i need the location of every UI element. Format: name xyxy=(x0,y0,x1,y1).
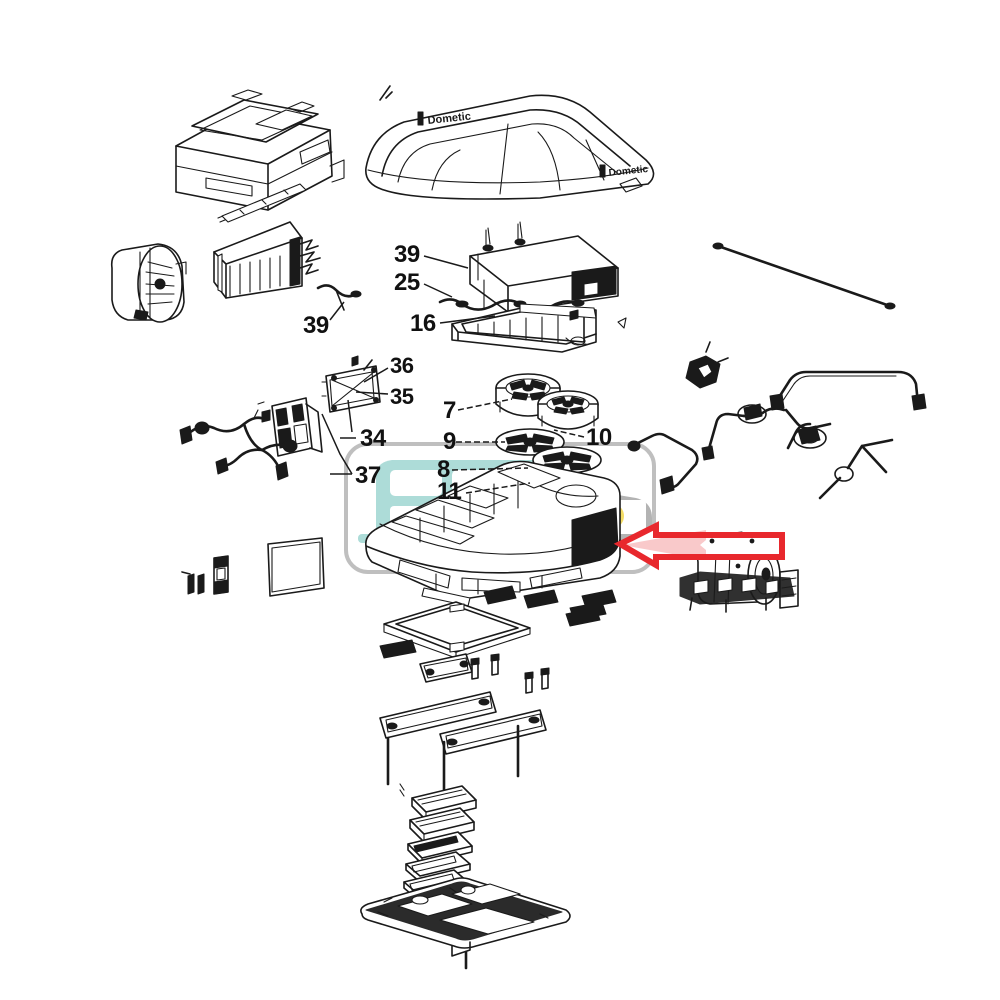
part-air-baffle-plate xyxy=(451,303,627,353)
part-evaporator-module xyxy=(438,221,619,313)
callout-10-fan-blade: 10 xyxy=(586,424,612,451)
shroud-brand-left: Dometic xyxy=(417,111,471,127)
callout-11-base-pan: 11 xyxy=(437,478,462,505)
red-pointer-arrow xyxy=(613,521,785,571)
callout-8-base-pan: 8 xyxy=(437,456,450,483)
part-roof-gasket-frame xyxy=(383,601,531,659)
callout-7-blower-fans: 7 xyxy=(443,397,456,424)
part-mounting-brackets xyxy=(379,585,617,755)
evaporator-studs xyxy=(482,221,526,252)
callout-36-display: 36 xyxy=(390,353,414,378)
part-ceiling-distribution-box xyxy=(360,877,571,970)
part-flat-panel xyxy=(267,537,325,597)
part-control-board xyxy=(257,397,323,457)
part-compressor-cover xyxy=(175,89,345,211)
part-twin-blower-fans xyxy=(495,373,599,430)
part-outer-shroud-cover: Dometic Dometic xyxy=(365,85,655,200)
callout-25-bracket: 25 xyxy=(394,269,420,296)
part-wire-clip-39 xyxy=(316,284,362,311)
svg-text:Dometic: Dometic xyxy=(608,164,649,179)
callout-9-fan-blade: 9 xyxy=(443,428,456,455)
callout-35-display-frame: 35 xyxy=(390,384,414,409)
svg-text:Dometic: Dometic xyxy=(427,111,471,127)
fitting-cluster xyxy=(685,341,729,389)
callout-34-control-board: 34 xyxy=(360,425,386,452)
part-long-tube-rod xyxy=(712,242,896,310)
part-mounting-bolts xyxy=(386,653,550,794)
fan-unit-right xyxy=(537,390,599,430)
part-sensor-module xyxy=(213,555,229,595)
part-blower-motor-assembly xyxy=(110,243,187,323)
callout-37-harness: 37 xyxy=(355,462,381,489)
filter-element-1 xyxy=(411,785,477,821)
part-base-pan-chassis xyxy=(365,460,621,607)
part-wiring-harness xyxy=(179,409,298,481)
part-small-fasteners xyxy=(181,571,205,595)
callout-leader-lines xyxy=(321,255,585,494)
shroud-brand-right: Dometic xyxy=(599,164,649,179)
callout-39-wire-clip: 39 xyxy=(303,312,329,339)
callout-16-baffle: 16 xyxy=(410,310,436,337)
part-fan-blade-upper xyxy=(495,428,565,456)
part-display-module xyxy=(321,355,381,413)
part-condenser-coil xyxy=(213,183,321,299)
part-refrigerant-line-set xyxy=(627,341,927,500)
callout-39-evaporator: 39 xyxy=(394,241,420,268)
